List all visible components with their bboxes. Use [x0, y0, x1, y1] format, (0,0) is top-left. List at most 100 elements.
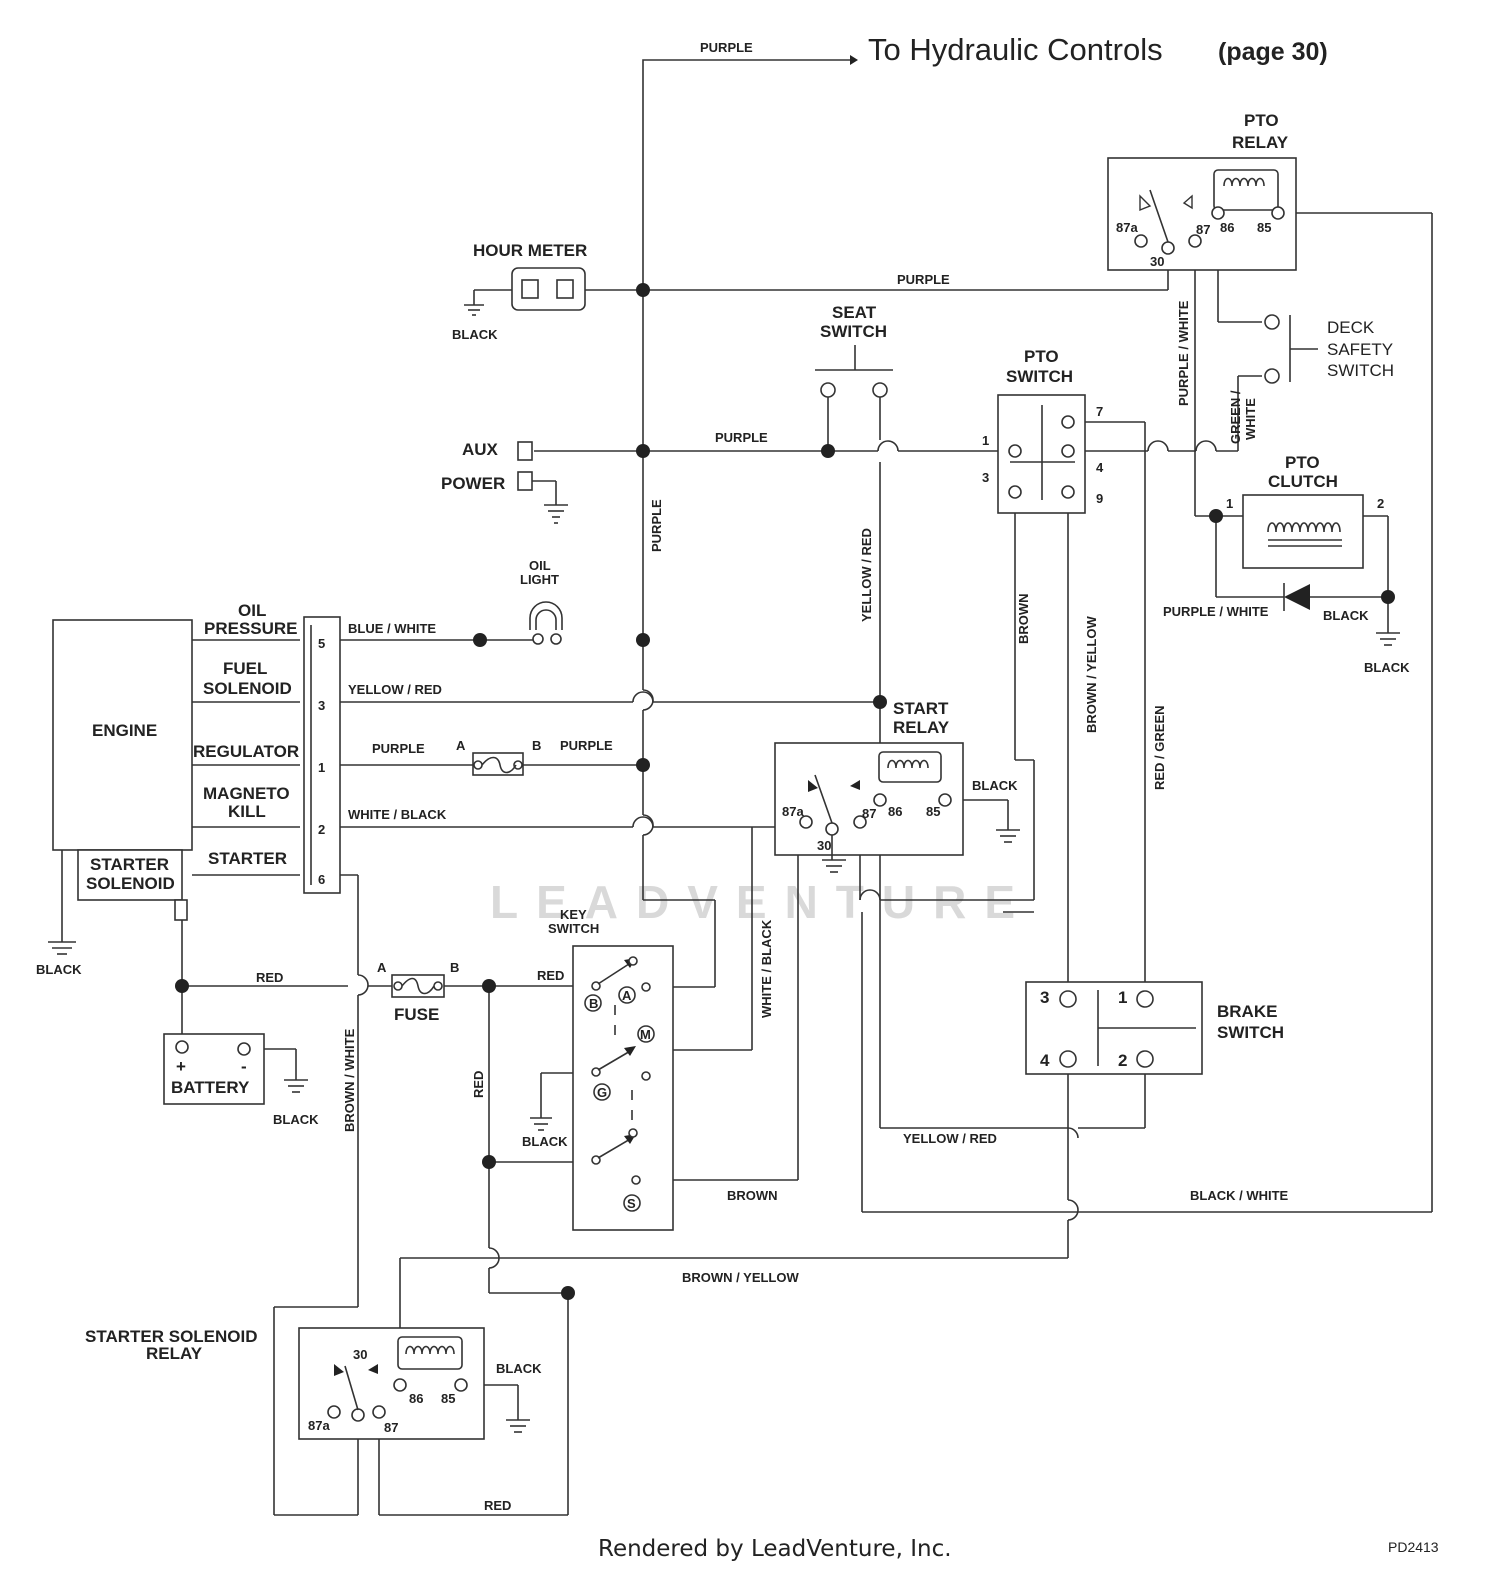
start-relay-pin-85: 85 [926, 804, 940, 819]
brake-switch-label-1: BRAKE [1217, 1002, 1277, 1021]
wire-label-white-black-vert: WHITE / BLACK [759, 919, 774, 1018]
header: PURPLE To Hydraulic Controls (page 30) [642, 32, 1328, 290]
battery-plus: + [176, 1057, 186, 1076]
wire-label-black-clutch: BLACK [1323, 608, 1369, 623]
magneto-label-2: KILL [228, 802, 266, 821]
starter-solenoid-relay: STARTER SOLENOID RELAY 30 86 85 87a 87 B… [85, 1327, 542, 1513]
deck-safety-label-3: SWITCH [1327, 361, 1394, 380]
ssr-pin-87a: 87a [308, 1418, 330, 1433]
main-fuse-b: B [450, 960, 459, 975]
wire-label-black-key: BLACK [522, 1134, 568, 1149]
pto-switch: PTO SWITCH 1 3 7 4 9 [982, 347, 1104, 514]
hour-meter-label: HOUR METER [473, 241, 587, 260]
wire-label-purple-reg: PURPLE [372, 741, 425, 756]
key-terminal-g: G [597, 1085, 607, 1100]
starter-label: STARTER [208, 849, 287, 868]
wire-label-brown-white-vert: BROWN / WHITE [342, 1028, 357, 1132]
start-relay: START RELAY 87a 30 87 86 85 BLACK BROWN … [759, 593, 1167, 1018]
pto-relay-pin-86: 86 [1220, 220, 1234, 235]
page-title: To Hydraulic Controls [868, 32, 1163, 67]
engine: ENGINE STARTER SOLENOID OIL PRESSURE FUE… [36, 601, 613, 977]
fuse-label: FUSE [394, 1005, 439, 1024]
ssr-label-1: STARTER SOLENOID [85, 1327, 258, 1346]
wire-label-purple-top: PURPLE [700, 40, 753, 55]
battery-label: BATTERY [171, 1078, 250, 1097]
key-terminal-s: S [627, 1196, 636, 1211]
wire-label-green-white-1: GREEN / [1228, 390, 1243, 444]
pto-clutch-label-2: CLUTCH [1268, 472, 1338, 491]
start-relay-label-2: RELAY [893, 718, 950, 737]
connector-pin-3: 3 [318, 698, 325, 713]
start-relay-pin-87a: 87a [782, 804, 804, 819]
wire-label-purple-white-vert: PURPLE / WHITE [1176, 300, 1191, 406]
pto-pin-4: 4 [1096, 460, 1104, 475]
pto-pin-1: 1 [982, 433, 989, 448]
fuel-solenoid-label-2: SOLENOID [203, 679, 292, 698]
wire-label-white-black: WHITE / BLACK [348, 807, 447, 822]
wire-label-black-engine: BLACK [36, 962, 82, 977]
seat-switch: SEAT SWITCH YELLOW / RED [815, 303, 893, 622]
wire-label-purple-white: PURPLE / WHITE [1163, 604, 1269, 619]
aux-label: AUX [462, 440, 499, 459]
wire-label-red-ssr: RED [484, 1498, 511, 1513]
junction-dots [175, 283, 1395, 1300]
battery: + - BATTERY BLACK [163, 1033, 319, 1127]
starter-solenoid-label-1: STARTER [90, 855, 169, 874]
magneto-label-1: MAGNETO [203, 784, 290, 803]
wire-label-black-white: BLACK / WHITE [1190, 1188, 1289, 1203]
wire-label-purple-reg-b: PURPLE [560, 738, 613, 753]
seat-switch-label-2: SWITCH [820, 322, 887, 341]
ground-symbols [48, 304, 1400, 1433]
fuel-solenoid-label-1: FUEL [223, 659, 267, 678]
reg-fuse-a: A [456, 738, 466, 753]
starter-solenoid-label-2: SOLENOID [86, 874, 175, 893]
wire-label-yellow-red: YELLOW / RED [348, 682, 442, 697]
oil-light: OIL LIGHT [520, 558, 563, 645]
hour-meter: HOUR METER BLACK PURPLE [452, 241, 950, 342]
oil-light-label-1: OIL [529, 558, 551, 573]
start-relay-pin-30: 30 [817, 838, 831, 853]
pto-switch-label-2: SWITCH [1006, 367, 1073, 386]
brake-pin-4: 4 [1040, 1051, 1050, 1070]
clutch-pin-2: 2 [1377, 496, 1384, 511]
wire-label-black: BLACK [452, 327, 498, 342]
pto-clutch-label-1: PTO [1285, 453, 1320, 472]
seat-switch-label-1: SEAT [832, 303, 877, 322]
brake-switch: 3 1 4 2 BRAKE SWITCH YELLOW / RED BLACK … [682, 981, 1289, 1285]
wire-label-black-battery: BLACK [273, 1112, 319, 1127]
pto-relay-label-2: RELAY [1232, 133, 1289, 152]
clutch-pin-1: 1 [1226, 496, 1233, 511]
pto-relay: PTO RELAY 87a 30 87 86 85 PURPLE / WHITE [1107, 111, 1297, 406]
pto-relay-label-1: PTO [1244, 111, 1279, 130]
pto-pin-7: 7 [1096, 404, 1103, 419]
ssr-pin-87: 87 [384, 1420, 398, 1435]
wire-label-purple-aux: PURPLE [715, 430, 768, 445]
wire-label-red-battery: RED [256, 970, 283, 985]
connector-pin-2: 2 [318, 822, 325, 837]
wire-label-purple-vert: PURPLE [649, 499, 664, 552]
start-relay-pin-87: 87 [862, 806, 876, 821]
wire-label-black-clutch-gnd: BLACK [1364, 660, 1410, 675]
oil-pressure-label-2: PRESSURE [204, 619, 298, 638]
start-relay-pin-86: 86 [888, 804, 902, 819]
pto-relay-pin-85: 85 [1257, 220, 1271, 235]
aux-power: AUX POWER PURPLE PURPLE [441, 430, 768, 552]
key-switch: KEY SWITCH B A M G S BLACK RED BROWN RED [471, 907, 778, 1231]
key-switch-label-2: SWITCH [548, 921, 599, 936]
battery-minus: - [241, 1057, 247, 1076]
ssr-pin-85: 85 [441, 1391, 455, 1406]
engine-label: ENGINE [92, 721, 157, 740]
pto-relay-pin-87: 87 [1196, 222, 1210, 237]
brake-pin-1: 1 [1118, 988, 1127, 1007]
start-relay-label-1: START [893, 699, 949, 718]
pto-relay-pin-30: 30 [1150, 254, 1164, 269]
wire-label-brown-key: BROWN [727, 1188, 778, 1203]
reg-fuse-b: B [532, 738, 541, 753]
pto-pin-9: 9 [1096, 491, 1103, 506]
key-switch-label-1: KEY [560, 907, 587, 922]
brake-switch-label-2: SWITCH [1217, 1023, 1284, 1042]
connector-pin-6: 6 [318, 872, 325, 887]
key-terminal-a: A [622, 988, 632, 1003]
deck-safety-label-2: SAFETY [1327, 340, 1393, 359]
